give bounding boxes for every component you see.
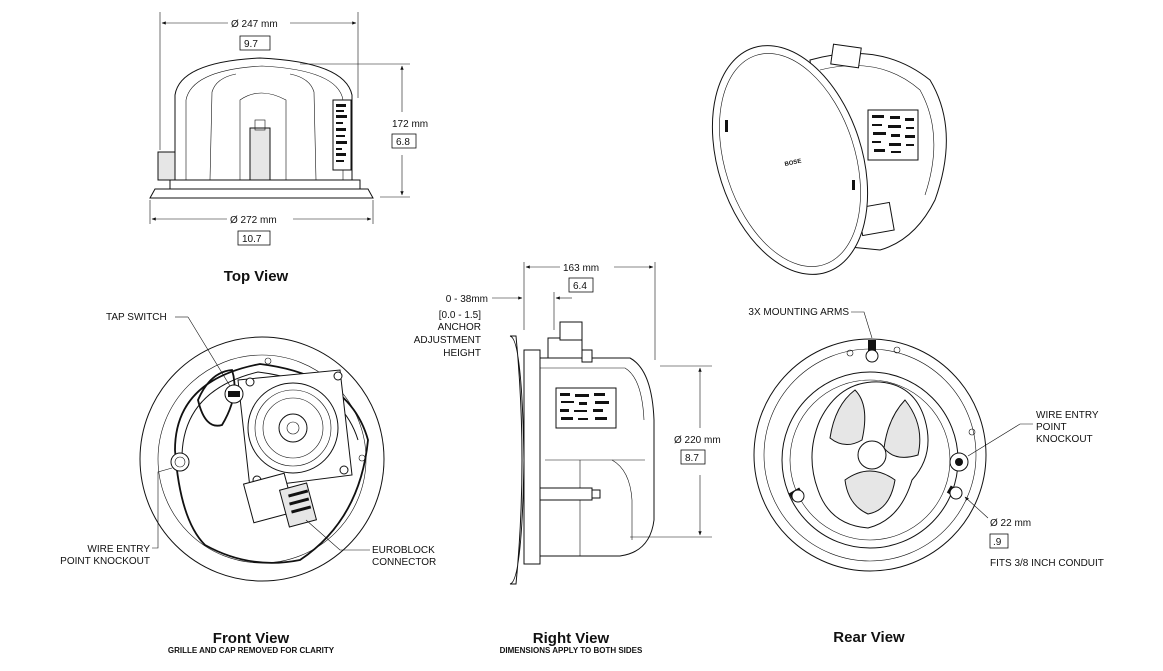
rear-view-conduit-note: FITS 3/8 INCH CONDUIT <box>990 558 1104 569</box>
top-view-title: Top View <box>224 268 289 285</box>
right-view-anchor-range-inch: [0.0 - 1.5] <box>439 310 481 321</box>
front-view-euroblock-leader <box>305 519 370 551</box>
front-view: TAP SWITCH WIRE ENTRY POINT KNOCKOUT EUR… <box>60 312 436 655</box>
top-view-bottom-inch-label: 10.7 <box>242 234 262 245</box>
top-view-bottom-diameter-dim <box>149 200 374 224</box>
right-view-diameter-inch-label: 8.7 <box>685 453 699 464</box>
rear-view-conduit-inch-box <box>989 533 1009 549</box>
top-view: Ø 247 mm 9.7 172 mm 6.8 Ø 272 mm 10.7 To… <box>149 12 428 285</box>
right-view-subtitle: DIMENSIONS APPLY TO BOTH SIDES <box>500 646 643 655</box>
right-view-depth-label: 163 mm <box>563 263 599 274</box>
iso-view-grille <box>711 45 869 275</box>
top-view-top-diameter-dim <box>159 12 359 150</box>
iso-view: BOSE <box>711 43 947 275</box>
rear-view-conduit-dim-label: Ø 22 mm <box>990 518 1031 529</box>
front-view-wire-entry-leader <box>152 467 173 549</box>
top-view-bottom-diameter-label: Ø 272 mm <box>230 215 277 226</box>
front-view-speaker <box>139 336 385 582</box>
rear-view-mounting-arms-leader <box>851 311 873 339</box>
front-view-title: Front View <box>213 630 290 647</box>
rear-view-title: Rear View <box>833 629 905 646</box>
iso-view-logo: BOSE <box>784 159 802 168</box>
front-view-euroblock-label-1: EUROBLOCK <box>372 545 435 556</box>
front-view-wire-entry-label-1: WIRE ENTRY <box>87 544 150 555</box>
front-view-tap-switch-label: TAP SWITCH <box>106 312 167 323</box>
top-view-height-inch-box <box>391 133 417 149</box>
front-view-wire-entry-label-2: POINT KNOCKOUT <box>60 556 150 567</box>
top-view-top-inch-box <box>239 35 271 51</box>
right-view-depth-inch-label: 6.4 <box>573 281 587 292</box>
right-view-title: Right View <box>533 630 610 647</box>
right-view-anchor-line-1: ANCHOR <box>438 322 481 333</box>
right-view-diameter-label: Ø 220 mm <box>674 435 721 446</box>
rear-view: 3X MOUNTING ARMS WIRE ENTRY POINT KNOCKO… <box>748 307 1103 646</box>
right-view: 163 mm 6.4 0 - 38mm [0.0 - 1.5] ANCHOR A… <box>414 262 721 655</box>
right-view-anchor-line-3: HEIGHT <box>443 348 481 359</box>
right-view-anchor-dim <box>492 292 572 330</box>
top-view-bottom-inch-box <box>237 230 271 246</box>
right-view-diameter-inch-box <box>680 449 706 465</box>
top-view-height-inch-label: 6.8 <box>396 137 410 148</box>
rear-view-speaker <box>753 338 987 572</box>
front-view-subtitle: GRILLE AND CAP REMOVED FOR CLARITY <box>168 646 335 655</box>
top-view-height-dim <box>300 63 410 198</box>
top-view-height-label: 172 mm <box>392 119 428 130</box>
right-view-diameter-dim <box>630 365 712 538</box>
top-view-top-inch-label: 9.7 <box>244 39 258 50</box>
front-view-euroblock-label-2: CONNECTOR <box>372 557 436 568</box>
rear-view-wire-entry-label-2: POINT <box>1036 422 1067 433</box>
rear-view-conduit-inch-label: .9 <box>993 537 1002 548</box>
rear-view-wire-entry-label-3: KNOCKOUT <box>1036 434 1093 445</box>
right-view-depth-inch-box <box>568 277 594 293</box>
rear-view-conduit-leader <box>964 496 989 519</box>
right-view-anchor-range: 0 - 38mm <box>446 294 488 305</box>
rear-view-mounting-arms-label: 3X MOUNTING ARMS <box>748 307 849 318</box>
top-view-top-diameter-label: Ø 247 mm <box>231 19 278 30</box>
top-view-speaker-body <box>149 57 374 199</box>
rear-view-wire-entry-leader <box>967 423 1033 457</box>
right-view-speaker <box>509 321 655 585</box>
front-view-tap-switch-leader-diag <box>187 316 231 387</box>
right-view-depth-dim <box>523 262 656 360</box>
right-view-anchor-line-2: ADJUSTMENT <box>414 335 481 346</box>
rear-view-wire-entry-label-1: WIRE ENTRY <box>1036 410 1099 421</box>
